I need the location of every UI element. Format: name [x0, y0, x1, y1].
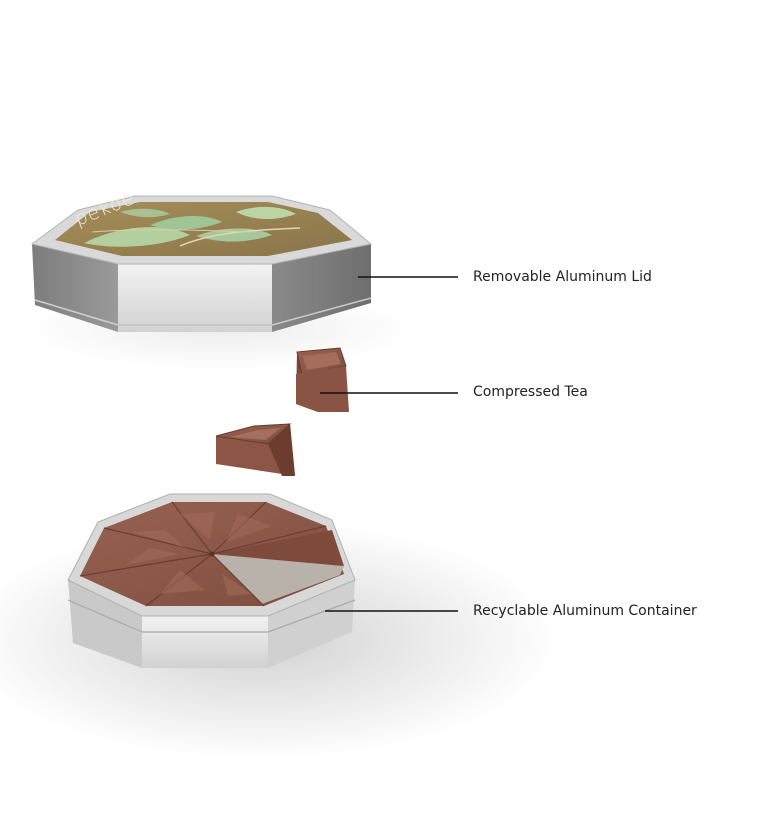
lid-callout-label: Removable Aluminum Lid: [473, 269, 652, 285]
empty-slice-recess: [212, 554, 344, 604]
aluminum-container: [67, 493, 356, 668]
compressed-tea-piece-lower: [215, 423, 295, 476]
aluminum-lid: pekoe: [30, 187, 373, 332]
tea-callout-label: Compressed Tea: [473, 384, 588, 400]
compressed-tea-piece-upper: [296, 347, 349, 412]
container-side-front: [142, 616, 268, 668]
lid-side-right: [272, 244, 371, 332]
tea-wedge-recesses: [125, 512, 272, 596]
container-callout-label: Recyclable Aluminum Container: [473, 603, 697, 619]
lid-side-front: [118, 264, 272, 332]
tea-leaf-illustration: [84, 206, 301, 247]
container-side-right: [268, 580, 355, 668]
lid-side-left: [32, 244, 118, 332]
container-side-left: [68, 580, 142, 668]
